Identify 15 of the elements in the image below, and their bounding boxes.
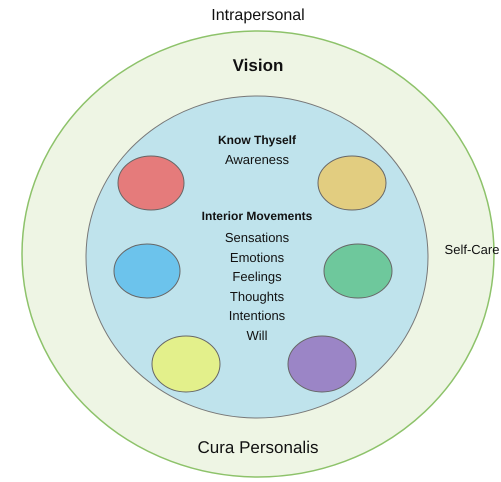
label-text: Self-Care (444, 242, 500, 257)
label-text: Intrapersonal (211, 7, 305, 25)
colored-circle (317, 155, 387, 211)
heading-text: Know Thyself (218, 133, 296, 147)
colored-circle (323, 243, 393, 299)
label-text: Vision (232, 56, 284, 76)
heading-text: Interior Movements (202, 209, 312, 223)
colored-circle (113, 243, 181, 299)
label-text: Cura Personalis (198, 438, 318, 458)
colored-circle (151, 335, 221, 393)
label-text: Sensations Emotions Feelings Thoughts Intentions Will (224, 229, 290, 344)
inner-circle (85, 95, 430, 420)
colored-circle (287, 335, 357, 393)
label-text: Awareness (224, 152, 290, 167)
colored-circle (117, 155, 185, 211)
